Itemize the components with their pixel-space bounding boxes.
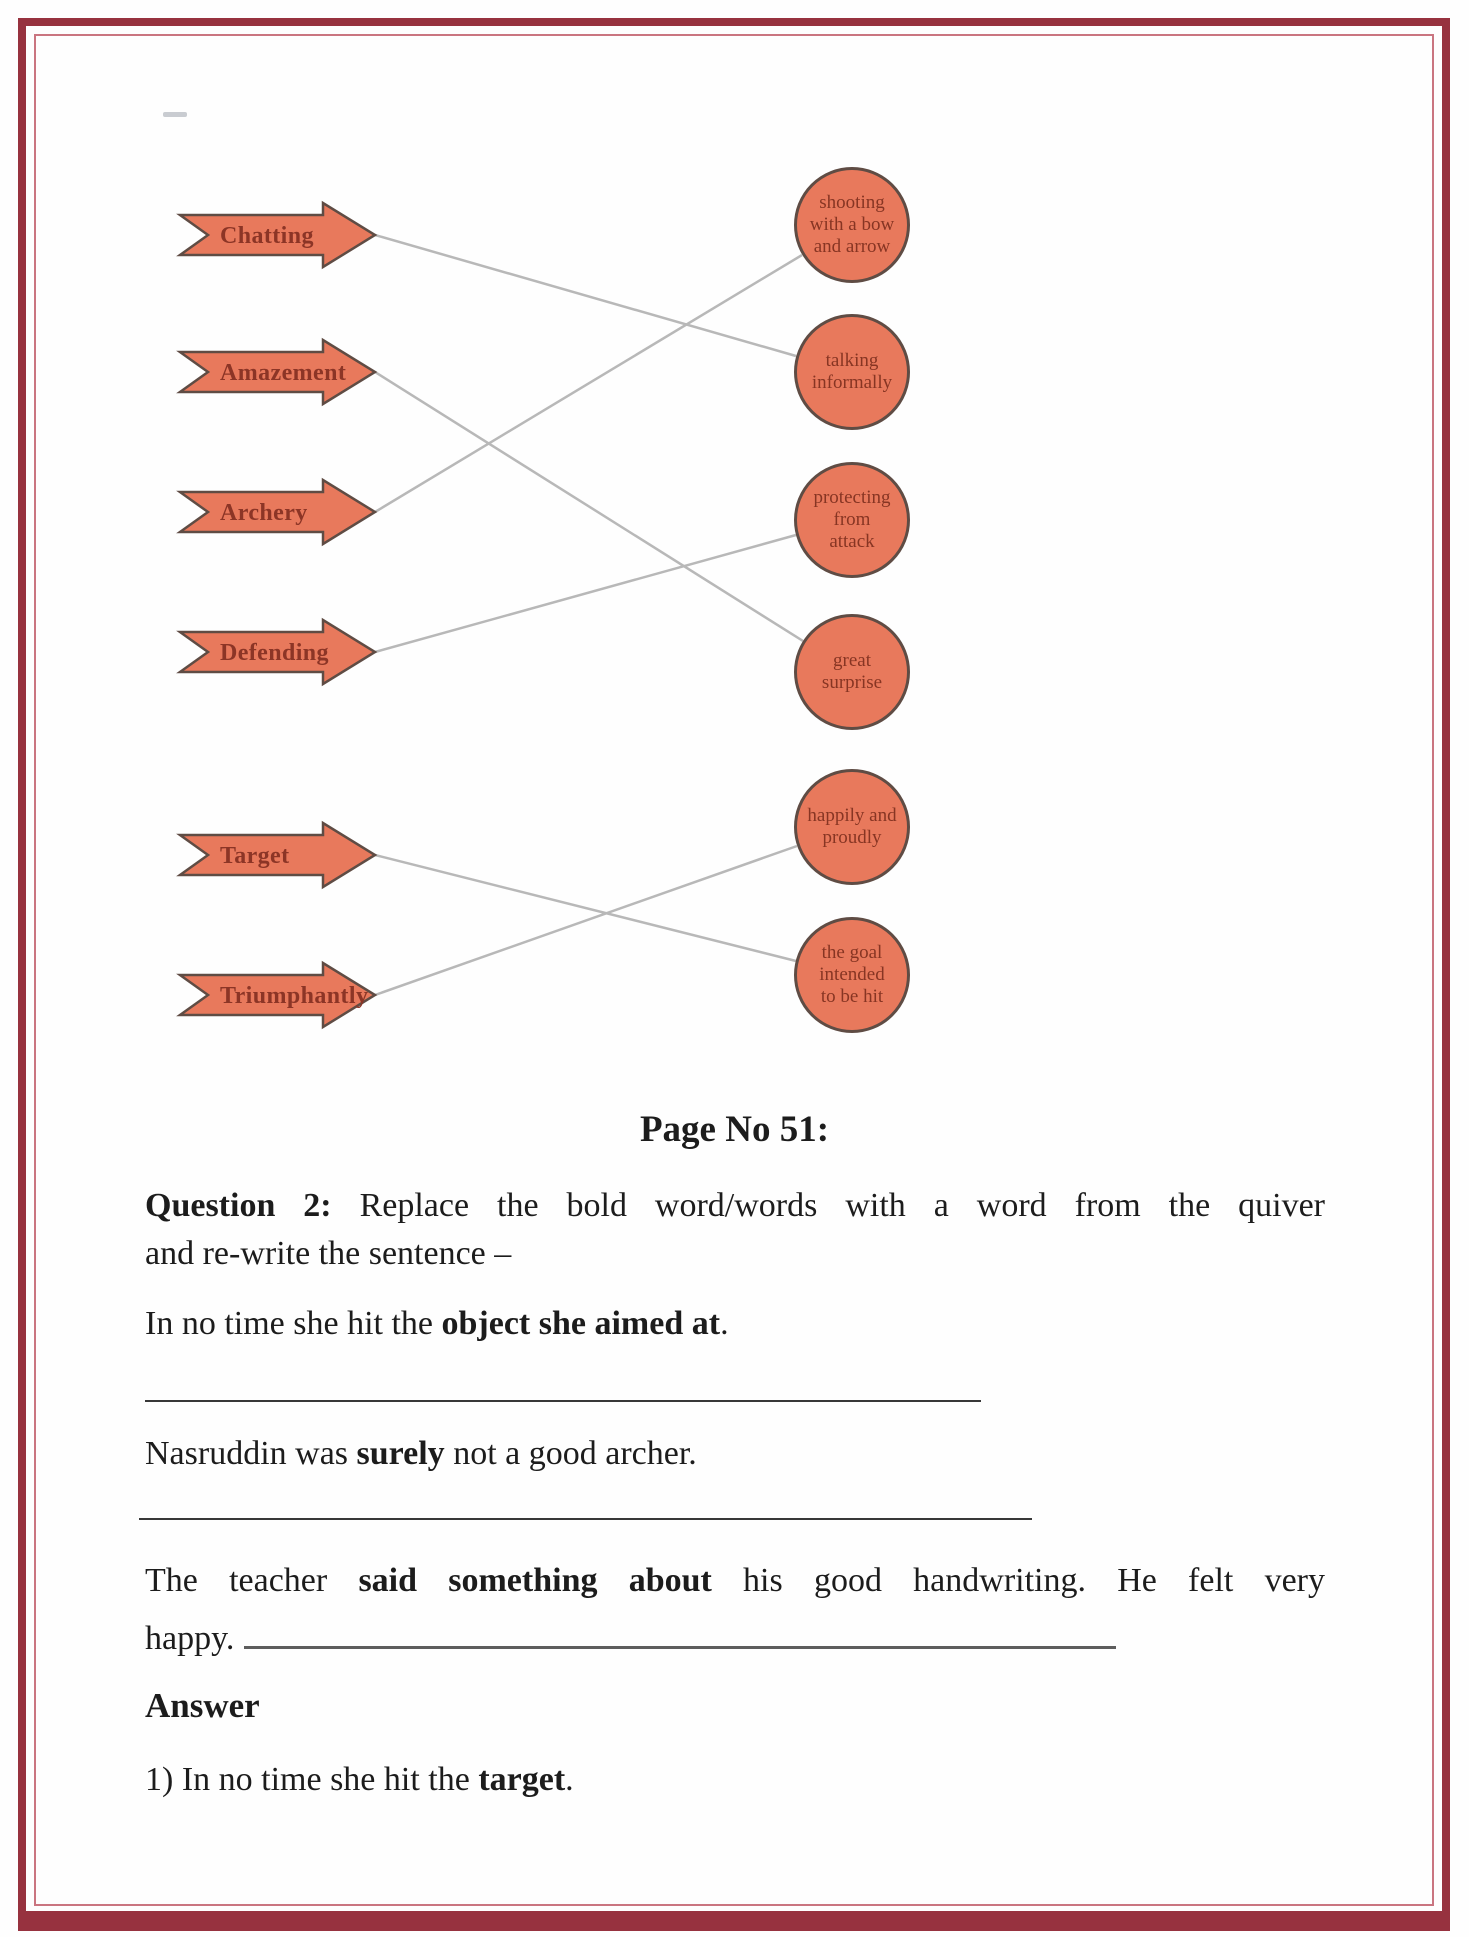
connector-chatting-talking-informally <box>374 233 797 358</box>
circle-label-line: attack <box>829 531 875 552</box>
arrow-shape-icon <box>176 617 378 687</box>
arrow-label: Chatting <box>220 223 314 249</box>
arrow-shape-icon <box>176 960 378 1030</box>
circle-label-line: shooting <box>819 192 885 213</box>
sentence-3-pre: The teacher <box>145 1562 359 1599</box>
arrow-shape-icon <box>176 337 378 407</box>
connector-triumphantly-happily <box>374 844 798 997</box>
arrow-amazement: Amazement <box>176 337 378 407</box>
sentence-2-pre: Nasruddin was <box>145 1435 357 1472</box>
sentence-3-post: his good handwriting. He felt very <box>711 1562 1325 1599</box>
circle-label-line: happily and <box>807 805 897 826</box>
sentence-2-bold: surely <box>356 1435 445 1472</box>
page-number-heading: Page No 51: <box>639 1109 830 1150</box>
answer-1-pre: 1) In no time she hit the <box>145 1761 479 1798</box>
circle-the-goal-intended-to-be-hit: the goal intended to be hit <box>794 917 910 1033</box>
connector-target-goal <box>374 853 797 963</box>
answer-1-bold: target <box>478 1761 566 1798</box>
circle-label-line: great <box>833 650 871 671</box>
answer-1-post: . <box>565 1761 574 1798</box>
question-2-line2: and re-write the sentence – <box>145 1235 512 1272</box>
circle-label-line: from <box>833 509 871 530</box>
sentence-3-line1: The teacher said something about his goo… <box>145 1552 1325 1610</box>
arrow-target: Target <box>176 820 378 890</box>
circle-label-line: protecting <box>813 487 891 508</box>
arrow-archery: Archery <box>176 477 378 547</box>
circle-label-line: surprise <box>821 672 883 693</box>
question-2-paragraph: Question 2: Replace the bold word/words … <box>145 1182 1325 1278</box>
circle-label-line: intended <box>819 964 885 985</box>
circle-label-line: talking <box>825 350 879 371</box>
sentence-1: In no time she hit the object she aimed … <box>145 1300 1325 1348</box>
sentence-3-line2-text: happy. <box>145 1620 235 1657</box>
scan-artifact-mark <box>163 112 187 117</box>
connector-archery-shooting <box>374 253 803 514</box>
answer-heading: Answer <box>145 1686 260 1725</box>
question-2-label: Question 2: <box>145 1187 332 1224</box>
connector-lines <box>374 233 804 997</box>
arrow-label: Archery <box>220 500 308 526</box>
connector-defending-protecting <box>374 533 797 654</box>
question-2-text: Replace the bold word/words with a word … <box>331 1187 1325 1224</box>
circle-label-line: the goal <box>821 942 883 963</box>
arrow-label: Defending <box>220 640 329 666</box>
arrow-shape-icon <box>176 477 378 547</box>
circle-label-line: to be hit <box>820 986 884 1007</box>
arrow-shape-icon <box>176 200 378 270</box>
sentence-1-post: . <box>720 1305 729 1342</box>
circle-label-line: informally <box>811 372 893 393</box>
sentence-1-bold: object she aimed at <box>441 1305 721 1342</box>
answer-item-1: 1) In no time she hit the target. <box>145 1756 1325 1804</box>
sentence-3-bold: said something about <box>358 1562 712 1599</box>
sentence-2-post: not a good archer. <box>444 1435 697 1472</box>
circle-great-surprise: great surprise <box>794 614 910 730</box>
circle-label-line: and arrow <box>813 236 891 257</box>
arrow-label: Amazement <box>220 360 347 386</box>
arrow-defending: Defending <box>176 617 378 687</box>
sentence-2: Nasruddin was surely not a good archer. <box>145 1430 1325 1478</box>
circle-label-line: with a bow <box>809 214 895 235</box>
arrow-shape-icon <box>176 820 378 890</box>
answer-blank-line-1 <box>145 1400 981 1402</box>
circle-talking-informally: talking informally <box>794 314 910 430</box>
circle-label-line: proudly <box>822 827 882 848</box>
answer-blank-line-2 <box>139 1518 1032 1520</box>
question-2-line1: Question 2: Replace the bold word/words … <box>145 1182 1325 1230</box>
sentence-1-pre: In no time she hit the <box>145 1305 442 1342</box>
matching-diagram: Chatting Amazement Archery Defending Tar… <box>176 167 910 1033</box>
circle-happily-and-proudly: happily and proudly <box>794 769 910 885</box>
arrow-chatting: Chatting <box>176 200 378 270</box>
sentence-3-line2: happy. <box>145 1610 1325 1668</box>
sentence-3: The teacher said something about his goo… <box>145 1552 1325 1668</box>
arrow-label: Triumphantly <box>220 983 369 1009</box>
circle-protecting-from-attack: protecting from attack <box>794 462 910 578</box>
connector-amazement-great-surprise <box>374 370 804 643</box>
arrow-triumphantly: Triumphantly <box>176 960 378 1030</box>
arrow-label: Target <box>220 843 290 869</box>
circle-shooting-with-a-bow-and-arrow: shooting with a bow and arrow <box>794 167 910 283</box>
answer-blank-line-3 <box>244 1616 1117 1649</box>
